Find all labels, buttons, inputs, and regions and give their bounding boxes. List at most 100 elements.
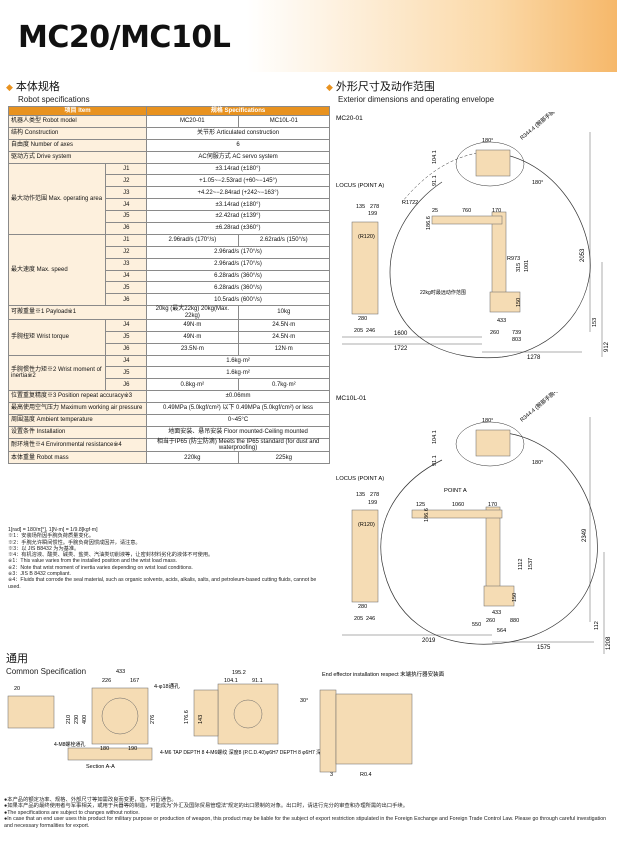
svg-text:2019: 2019 <box>422 638 436 644</box>
svg-text:R973: R973 <box>507 256 520 262</box>
table-row: J4±3.14rad (±180°) <box>9 198 330 212</box>
svg-text:2053: 2053 <box>580 248 586 262</box>
svg-text:(R120): (R120) <box>358 522 375 528</box>
svg-text:180: 180 <box>100 746 109 752</box>
table-row: 手腕惯性力矩※2 Wrist moment of inertia※2 J4 1.… <box>7 354 330 392</box>
svg-text:104.1: 104.1 <box>432 430 438 444</box>
table-row: 结构 Construction 关节形 Articulated construc… <box>7 126 330 140</box>
svg-text:276: 276 <box>150 715 156 724</box>
svg-text:186.6: 186.6 <box>426 216 432 230</box>
svg-text:246: 246 <box>366 328 375 334</box>
robot-arm <box>485 506 501 588</box>
svg-text:153: 153 <box>592 318 598 327</box>
robot-base <box>489 291 521 313</box>
svg-text:125: 125 <box>416 502 425 508</box>
svg-text:180°: 180° <box>532 460 543 466</box>
svg-text:195.2: 195.2 <box>232 670 246 676</box>
svg-text:1278: 1278 <box>527 355 541 361</box>
table-row: 最大速度 Max. speed J1 2.96rad/s (170°/s) 2.… <box>7 233 331 307</box>
envelope-curve <box>380 431 598 645</box>
svg-text:End effector installation resp: End effector installation respect 末端执行器安… <box>322 670 445 678</box>
table-row: 手腕扭矩 Wrist torque J4 49N·m 24.5N·m <box>7 318 331 356</box>
svg-text:R0.4: R0.4 <box>360 772 372 778</box>
point-a-label: POINT A <box>444 488 467 494</box>
svg-text:135: 135 <box>356 204 365 210</box>
svg-text:433: 433 <box>492 610 501 616</box>
svg-text:4-φ18通孔: 4-φ18通孔 <box>154 682 180 690</box>
wrist-circle <box>455 141 525 187</box>
svg-text:1722: 1722 <box>394 346 408 352</box>
robot-base <box>483 585 515 607</box>
svg-text:550: 550 <box>472 622 481 628</box>
page-title: MC20/MC10L <box>18 20 231 55</box>
svg-text:199: 199 <box>368 211 377 217</box>
mc20-envelope-diagram: MC20-01 1600 1722 1278 2053 912 739 803 … <box>336 112 610 361</box>
svg-text:25: 25 <box>432 208 438 214</box>
wrist-front-view <box>217 683 279 745</box>
svg-text:φ6H7 DEPTH 8 φ6H7 深度8 (P.C.D.4: φ6H7 DEPTH 8 φ6H7 深度8 (P.C.D.40) <box>266 749 354 756</box>
table-row: 位置重复精度※3 Position repeat accuracy※3±0.06… <box>7 390 330 404</box>
svg-text:880: 880 <box>510 618 519 624</box>
svg-text:199: 199 <box>368 500 377 506</box>
svg-text:1112: 1112 <box>518 559 524 570</box>
robot-top-body <box>475 149 511 177</box>
svg-text:739: 739 <box>512 330 521 336</box>
svg-text:180°: 180° <box>532 180 543 186</box>
table-row: 机器人类型 Robot model MC20-01 MC10L-01 <box>7 115 331 128</box>
svg-text:1600: 1600 <box>394 331 408 337</box>
svg-text:150: 150 <box>516 298 522 307</box>
locus-label: LOCUS (POINT A) <box>336 183 384 189</box>
svg-text:2349: 2349 <box>582 528 588 542</box>
svg-text:180°: 180° <box>482 418 493 424</box>
svg-text:315: 315 <box>516 263 522 272</box>
svg-text:180°: 180° <box>482 138 493 144</box>
envelope-curve <box>389 151 591 359</box>
svg-text:167: 167 <box>130 678 139 684</box>
table-row: J5±2.42rad (±139°) <box>9 210 330 224</box>
svg-text:564: 564 <box>497 628 506 634</box>
svg-text:91.1: 91.1 <box>252 678 263 684</box>
svg-text:1575: 1575 <box>537 645 551 651</box>
wrist-circle <box>455 421 525 467</box>
common-spec-diagrams: 433 226 167 20 210 230 400 276 180 190 4… <box>7 669 445 778</box>
svg-text:20: 20 <box>14 686 20 692</box>
svg-text:278: 278 <box>370 204 379 210</box>
robot-upper-arm <box>411 509 503 519</box>
svg-text:278: 278 <box>370 492 379 498</box>
svg-text:176.6: 176.6 <box>184 710 190 724</box>
svg-text:205: 205 <box>354 328 363 334</box>
dim-section-title: ◆外形尺寸及动作范围 Exterior dimensions and opera… <box>326 81 495 104</box>
common-section-title: 通用 Common Specification <box>6 653 87 676</box>
svg-text:210: 210 <box>66 715 72 724</box>
svg-text:400: 400 <box>82 715 88 724</box>
svg-text:4-M6 TAP DEPTH 8 4-M6螺纹 深度8 (P: 4-M6 TAP DEPTH 8 4-M6螺纹 深度8 (P.C.D.40) <box>160 749 266 756</box>
svg-text:104.1: 104.1 <box>432 150 438 164</box>
diamond-icon: ◆ <box>6 82 13 92</box>
mc20-label: MC20-01 <box>336 115 363 122</box>
robot-arm <box>491 211 507 295</box>
svg-text:280: 280 <box>358 316 367 322</box>
table-row: 驱动方式 Drive system AC伺服方式 AC servo system <box>7 150 330 164</box>
svg-text:246: 246 <box>366 616 375 622</box>
spec-notes: 1[rad] = 180/π[°], 1[N·m] = 1/9.8[kgf·m]… <box>8 527 317 590</box>
section-aa-view <box>67 747 153 761</box>
wrist-side-block <box>193 689 219 737</box>
base-top-view <box>91 687 149 745</box>
base-side-view <box>7 695 55 729</box>
svg-text:186.6: 186.6 <box>424 508 430 522</box>
diamond-icon: ◆ <box>326 82 333 92</box>
flange-view <box>319 689 337 773</box>
svg-text:226: 226 <box>102 678 111 684</box>
wrist-side-view <box>335 693 413 765</box>
svg-text:30°: 30° <box>300 698 308 704</box>
svg-text:1001: 1001 <box>524 260 530 272</box>
